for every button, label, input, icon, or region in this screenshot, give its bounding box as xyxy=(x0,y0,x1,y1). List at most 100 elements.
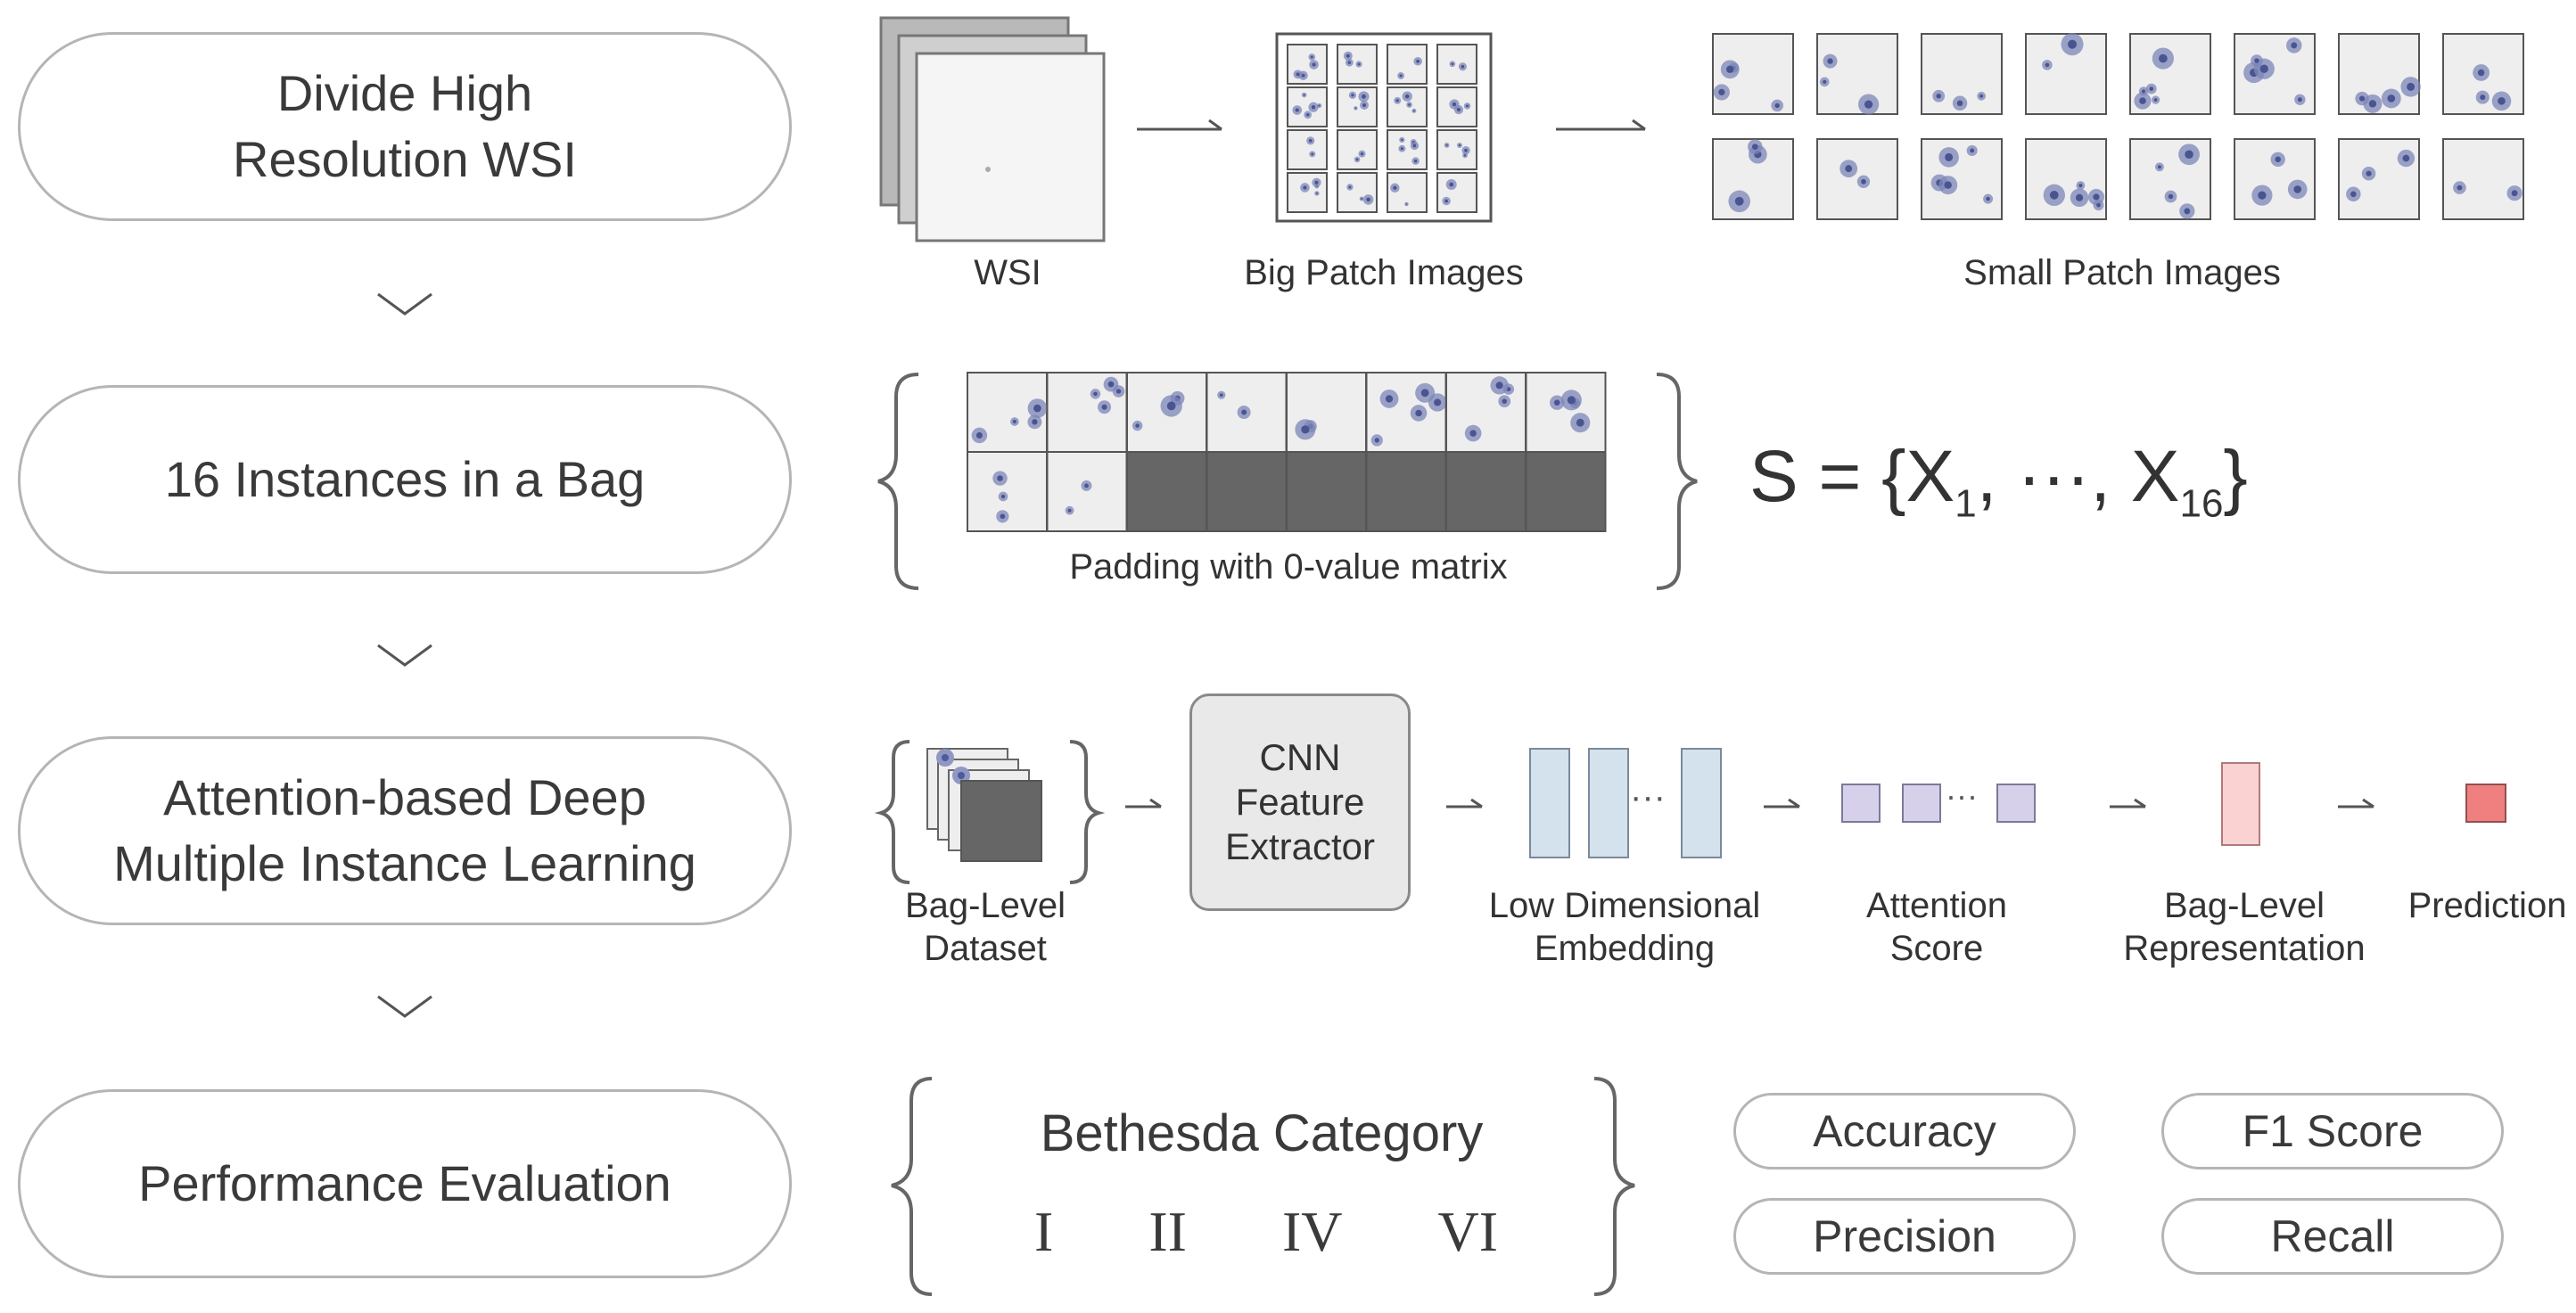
dataset-label: Bag-Level Dataset xyxy=(904,886,1066,968)
cell-patch-icon xyxy=(1816,33,1898,115)
cell-patch-icon xyxy=(1712,33,1794,115)
step-divide-wsi: Divide High Resolution WSI xyxy=(18,32,792,221)
curly-brace-icon xyxy=(877,373,919,590)
cell-patch-icon xyxy=(1337,172,1378,213)
cell-patch-icon xyxy=(1206,372,1288,453)
cell-patch-icon xyxy=(2234,33,2316,115)
step-attention-mil: Attention-based Deep Multiple Instance L… xyxy=(18,736,792,925)
arrow-right-icon xyxy=(1125,798,1162,808)
step-performance-evaluation: Performance Evaluation xyxy=(18,1089,792,1278)
cell-patch-icon xyxy=(1046,451,1128,532)
wsi-stack-icon xyxy=(879,16,1106,242)
embedding-vectors xyxy=(1529,748,1722,858)
small-patch-grid xyxy=(1712,33,2524,220)
embedding-label: Low Dimensional Embedding xyxy=(1488,886,1761,968)
arrow-right-icon xyxy=(1446,798,1483,808)
cell-patch-icon xyxy=(1436,86,1477,127)
bag-representation-vector xyxy=(2221,762,2260,846)
metric-recall: Recall xyxy=(2161,1198,2504,1275)
zero-padding-tile xyxy=(1206,451,1288,532)
cell-patch-icon xyxy=(1337,86,1378,127)
metric-precision: Precision xyxy=(1733,1198,2076,1275)
cell-patch-icon xyxy=(1337,129,1378,170)
zero-padding-tile xyxy=(1445,451,1527,532)
cell-patch-icon xyxy=(1387,172,1428,213)
cell-patch-icon xyxy=(2025,138,2107,220)
cell-patch-icon xyxy=(1287,44,1328,85)
cell-patch-icon xyxy=(1436,172,1477,213)
cell-patch-icon xyxy=(1126,372,1207,453)
chevron-down-icon xyxy=(377,644,432,667)
bethesda-categories: I II IV VI xyxy=(1034,1199,1498,1265)
category-iv: IV xyxy=(1281,1200,1343,1263)
prediction-label: Prediction xyxy=(2407,886,2567,925)
formula-subscript: 16 xyxy=(2179,481,2224,526)
formula-part: } xyxy=(2223,436,2248,517)
formula-part: , ···, X xyxy=(1976,436,2180,517)
big-patch-label: Big Patch Images xyxy=(1244,253,1524,292)
cell-patch-icon xyxy=(1921,33,2003,115)
cell-patch-icon xyxy=(1816,138,1898,220)
attention-scores xyxy=(1841,784,2036,823)
arrow-right-icon xyxy=(1556,119,1646,131)
bag-instance-grid xyxy=(967,372,1607,532)
padding-label: Padding with 0-value matrix xyxy=(1069,547,1508,587)
attention-ellipsis: ··· xyxy=(1946,777,1978,814)
category-ii: II xyxy=(1148,1200,1187,1263)
cell-patch-icon xyxy=(1046,372,1128,453)
zero-padding-tile xyxy=(1365,451,1447,532)
cell-patch-icon xyxy=(2129,138,2211,220)
cell-patch-icon xyxy=(1445,372,1527,453)
cell-patch-icon xyxy=(1525,372,1607,453)
zero-padding-tile xyxy=(1286,451,1367,532)
cell-patch-icon xyxy=(1287,86,1328,127)
category-i: I xyxy=(1034,1200,1054,1263)
cell-patch-icon xyxy=(1436,129,1477,170)
arrow-right-icon xyxy=(1764,798,1800,808)
cell-patch-icon xyxy=(2234,138,2316,220)
curly-brace-icon xyxy=(1069,740,1106,884)
zero-padding-tile xyxy=(1126,451,1207,532)
arrow-right-icon xyxy=(2110,798,2146,808)
cell-patch-icon xyxy=(1287,129,1328,170)
cell-patch-icon xyxy=(1712,138,1794,220)
cnn-feature-extractor: CNN Feature Extractor xyxy=(1189,693,1411,911)
formula-subscript: 1 xyxy=(1955,481,1977,526)
cell-patch-icon xyxy=(2338,138,2420,220)
cell-patch-icon xyxy=(1921,138,2003,220)
cell-patch-icon xyxy=(1387,44,1428,85)
cell-patch-icon xyxy=(1365,372,1447,453)
curly-brace-icon xyxy=(1593,1077,1635,1296)
attention-label: Attention Score xyxy=(1866,886,2007,968)
cell-patch-icon xyxy=(2338,33,2421,115)
cell-patch-icon xyxy=(1286,372,1367,453)
small-patch-label: Small Patch Images xyxy=(1963,253,2281,292)
step-instances-bag: 16 Instances in a Bag xyxy=(18,385,792,574)
chevron-down-icon xyxy=(377,292,432,316)
category-vi: VI xyxy=(1437,1200,1498,1263)
cell-patch-icon xyxy=(1287,172,1328,213)
zero-padding-tile xyxy=(1525,451,1607,532)
cell-patch-icon xyxy=(1436,44,1477,85)
metric-f1-score: F1 Score xyxy=(2161,1093,2504,1169)
representation-label: Bag-Level Representation xyxy=(2123,886,2366,968)
curly-brace-icon xyxy=(891,1077,933,1296)
bag-formula: S = {X1, ···, X16} xyxy=(1749,435,2248,526)
cell-patch-icon xyxy=(2025,33,2107,115)
cell-patch-icon xyxy=(2129,33,2211,115)
wsi-label: WSI xyxy=(974,253,1041,292)
curly-brace-icon xyxy=(1656,373,1698,590)
big-patch-grid xyxy=(1275,32,1493,223)
cell-patch-icon xyxy=(967,372,1048,453)
arrow-right-icon xyxy=(2338,798,2374,808)
arrow-right-icon xyxy=(1137,119,1222,131)
chevron-down-icon xyxy=(377,995,432,1018)
bag-level-dataset-icon xyxy=(926,748,1042,862)
cell-patch-icon xyxy=(1337,44,1378,85)
cell-patch-icon xyxy=(1387,86,1428,127)
cell-patch-icon xyxy=(1387,129,1428,170)
cell-patch-icon xyxy=(967,451,1048,532)
prediction-box xyxy=(2465,784,2506,823)
embedding-ellipsis: ··· xyxy=(1630,777,1666,817)
